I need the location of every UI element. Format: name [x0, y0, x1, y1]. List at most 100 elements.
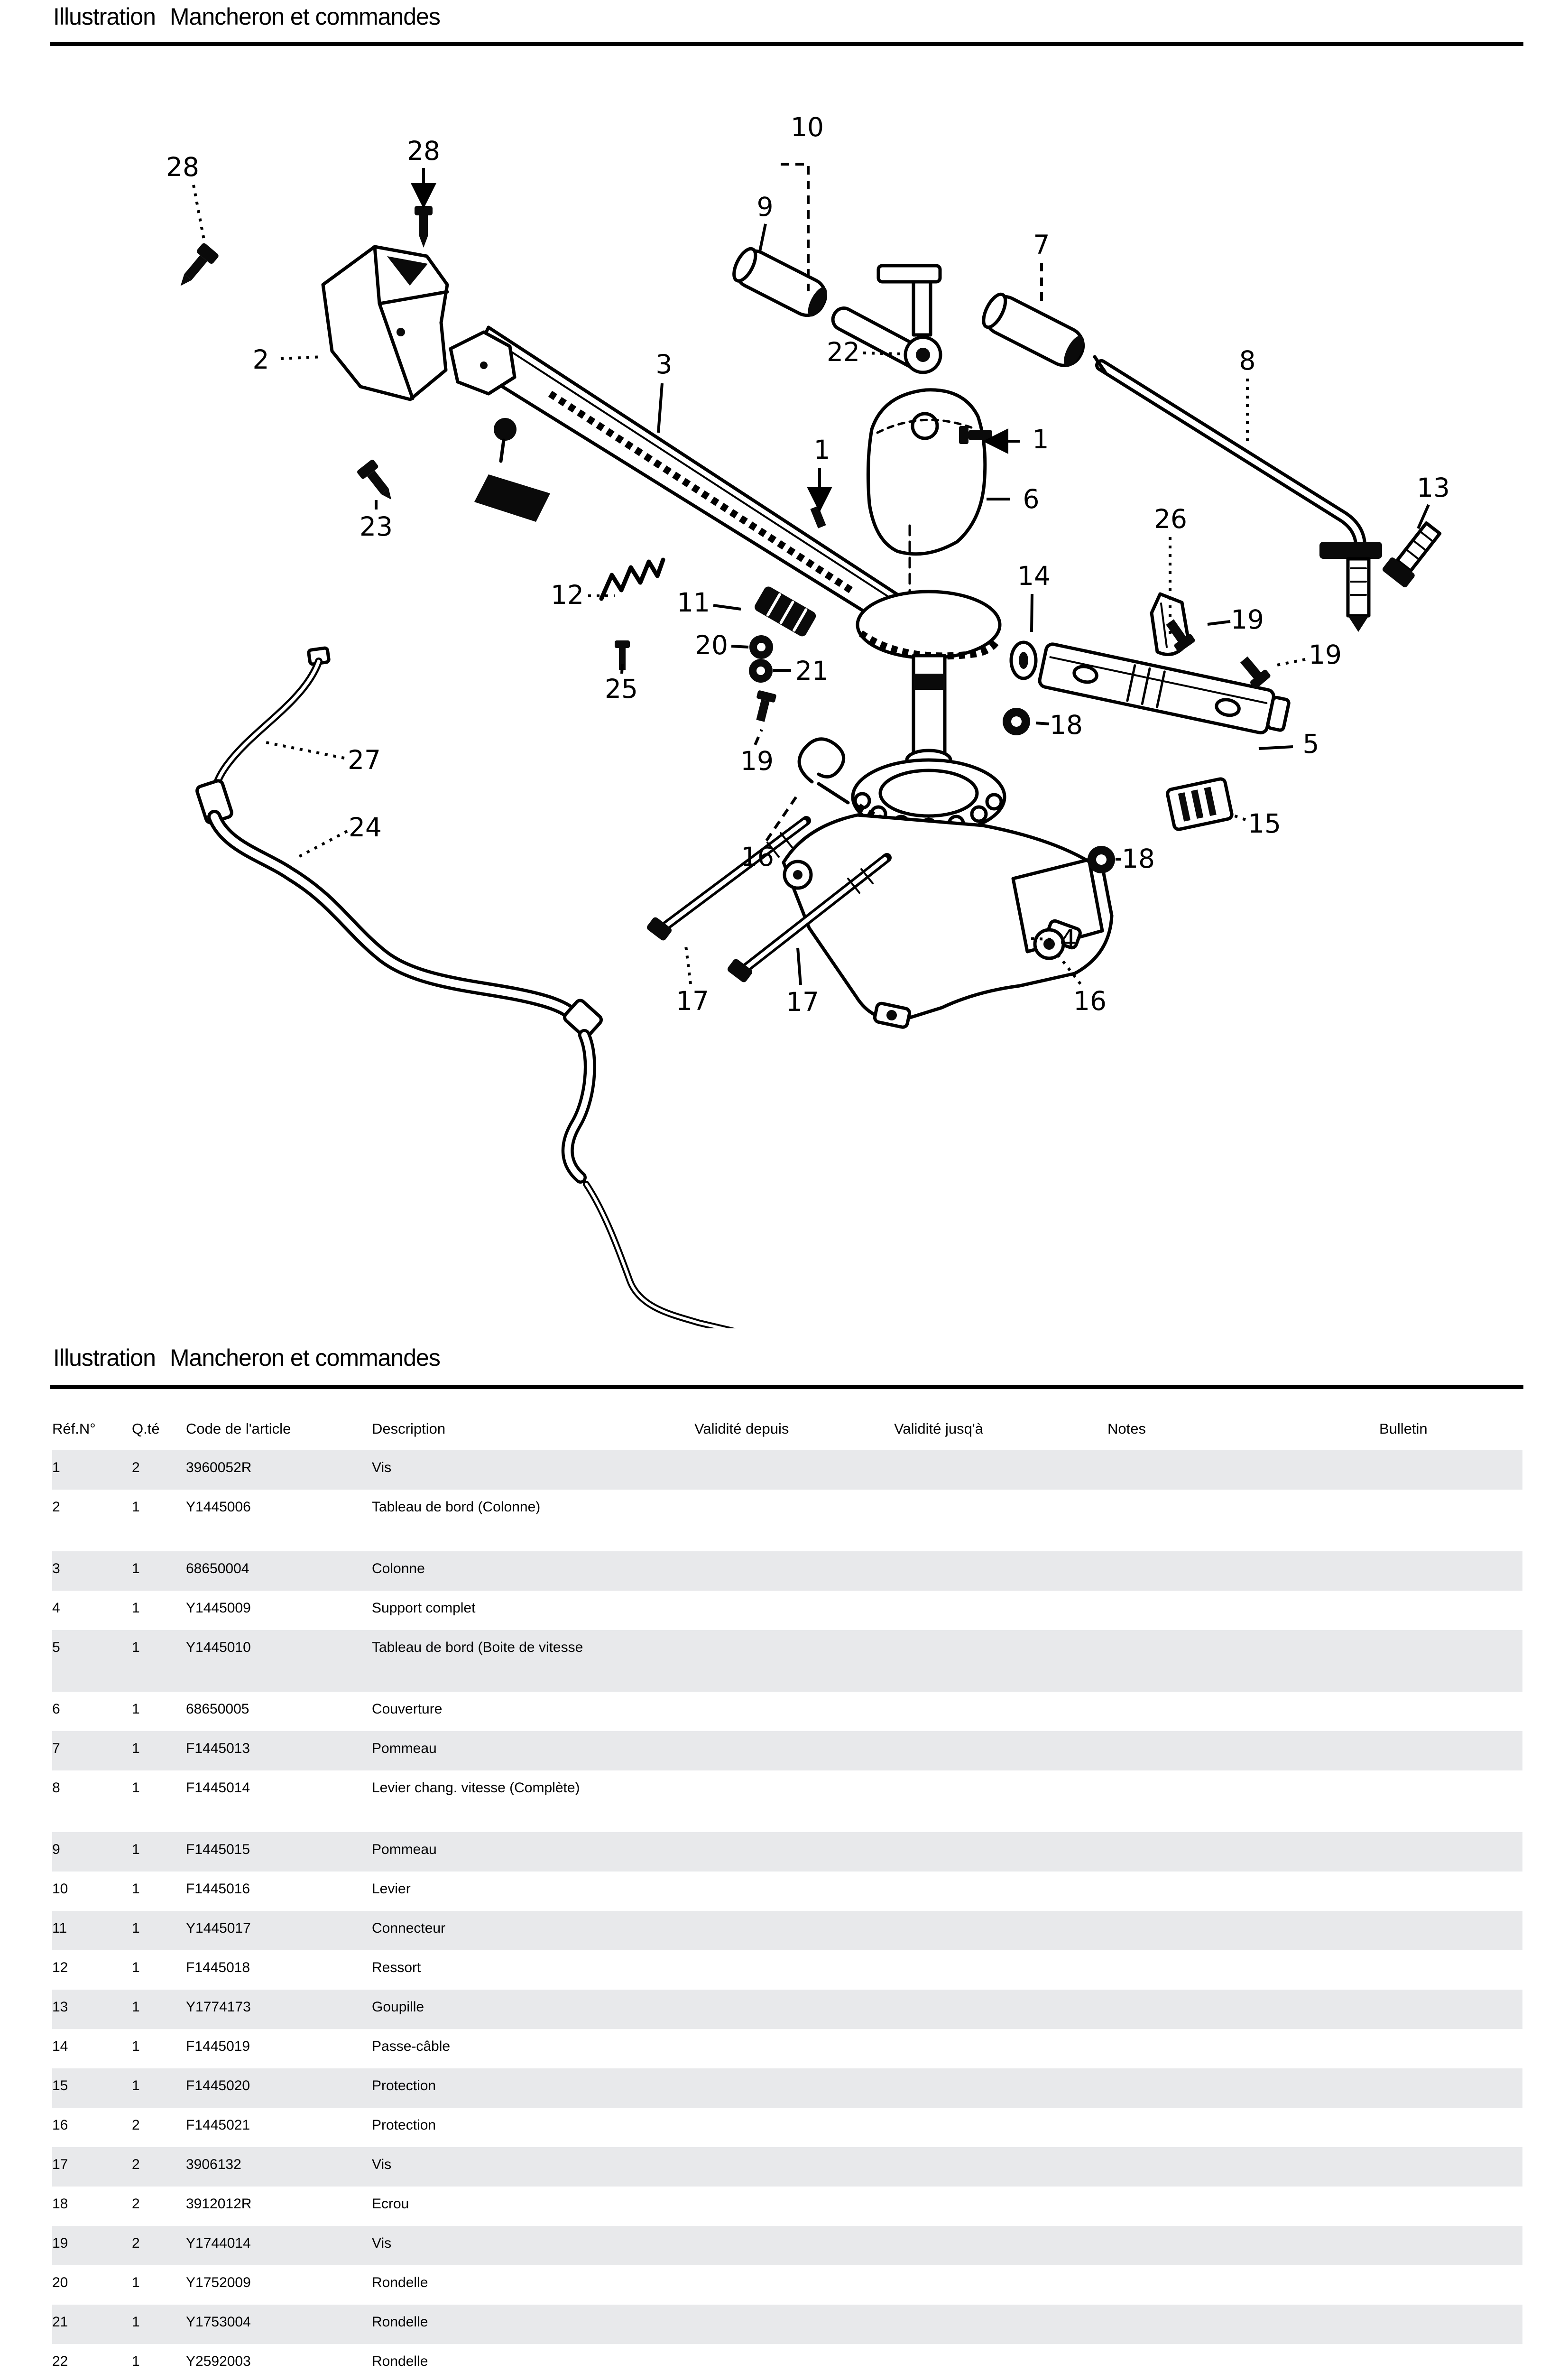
callout-leader-3: [657, 383, 664, 433]
cell-notes: [1107, 1499, 1379, 1551]
cell-ref: 4: [52, 1600, 60, 1616]
cell-code: 68650004: [186, 1561, 249, 1576]
cell-bulletin: [1379, 2157, 1522, 2187]
callout-label-19: 19: [1231, 604, 1264, 635]
callout-leader-20: [731, 645, 749, 649]
callout-label-11: 11: [677, 587, 710, 618]
callout-label-8: 8: [1239, 345, 1256, 376]
callout-leader-15: [1231, 814, 1246, 821]
column-header-3: Description: [372, 1420, 446, 1437]
cell-qty: 1: [132, 1780, 140, 1796]
cell-bulletin: [1379, 1960, 1522, 1990]
cell-code: Y1752009: [186, 2275, 251, 2290]
cell-bulletin: [1379, 2117, 1522, 2147]
steering-shaft: [856, 524, 1002, 771]
flange-16b: [1033, 919, 1082, 960]
cell-bulletin: [1379, 2196, 1522, 2226]
callout-label-16: 16: [1073, 986, 1107, 1016]
cell-code: F1445015: [186, 1842, 250, 1857]
cell-notes: [1107, 1881, 1379, 1911]
callout-leader-17: [684, 945, 692, 984]
callout-label-17: 17: [676, 986, 709, 1016]
cell-notes: [1107, 1780, 1379, 1832]
cell-desc: Goupille: [372, 1999, 424, 2015]
cell-desc: Ressort: [372, 1960, 421, 1975]
column-header-2: Code de l'article: [186, 1420, 291, 1437]
cell-notes: [1107, 1741, 1379, 1770]
cell-code: Y2592003: [186, 2353, 251, 2369]
cell-bulletin: [1379, 2235, 1522, 2265]
screw-28a-icon: [180, 243, 219, 286]
cell-bulletin: [1379, 2314, 1522, 2344]
cell-ref: 16: [52, 2117, 68, 2133]
callout-label-3: 3: [656, 349, 673, 380]
cell-notes: [1107, 2196, 1379, 2226]
cell-ref: 2: [52, 1499, 60, 1515]
callout-leader-27: [263, 741, 345, 760]
cell-valid_from: [694, 2117, 894, 2147]
cover-6: [866, 388, 987, 556]
cell-notes: [1107, 1640, 1379, 1692]
cell-qty: 1: [132, 2078, 140, 2094]
cell-qty: 1: [132, 1640, 140, 1655]
cell-notes: [1107, 2157, 1379, 2187]
cell-bulletin: [1379, 1499, 1522, 1551]
cell-ref: 12: [52, 1960, 68, 1975]
housing-4: [782, 813, 1114, 1029]
callout-label-10: 10: [791, 112, 824, 142]
callout-label-20: 20: [695, 630, 728, 660]
callout-label-2: 2: [253, 344, 269, 375]
dashboard-bracket: [321, 245, 550, 522]
cell-ref: 14: [52, 2038, 68, 2054]
cell-desc: Support complet: [372, 1600, 476, 1616]
cell-valid_to: [894, 2235, 1107, 2265]
callout-label-6: 6: [1023, 484, 1040, 514]
callout-label-27: 27: [348, 745, 381, 775]
cell-notes: [1107, 2038, 1379, 2068]
cell-qty: 1: [132, 1701, 140, 1717]
cell-code: F1445014: [186, 1780, 250, 1796]
cell-valid_to: [894, 1701, 1107, 1731]
cell-ref: 21: [52, 2314, 68, 2330]
cell-notes: [1107, 1999, 1379, 2029]
cell-valid_to: [894, 2196, 1107, 2226]
cell-bulletin: [1379, 1920, 1522, 1950]
cell-code: F1445016: [186, 1881, 250, 1897]
cell-valid_to: [894, 2157, 1107, 2187]
cell-notes: [1107, 2235, 1379, 2265]
spring-12-icon: [599, 557, 665, 601]
callout-leader-5: [1258, 745, 1293, 750]
cell-qty: 1: [132, 1881, 140, 1897]
column-header-4: Validité depuis: [694, 1420, 789, 1437]
grommet-14-icon: [1009, 640, 1038, 680]
cell-ref: 5: [52, 1640, 60, 1655]
cell-valid_to: [894, 2275, 1107, 2305]
cell-bulletin: [1379, 1701, 1522, 1731]
knob-7: [982, 292, 1085, 367]
pivot-bracket: [876, 264, 942, 337]
cell-ref: 19: [52, 2235, 68, 2251]
cell-valid_from: [694, 1842, 894, 1872]
callout-leader-28: [192, 185, 205, 240]
callout-label-22: 22: [827, 337, 860, 367]
protection-15-icon: [1166, 777, 1234, 831]
callout-label-28: 28: [407, 136, 440, 166]
grip-9: [732, 247, 827, 317]
cell-bulletin: [1379, 2353, 1522, 2372]
washer-20-icon: [749, 635, 773, 659]
cell-ref: 10: [52, 1881, 68, 1897]
cell-qty: 1: [132, 1920, 140, 1936]
cell-valid_to: [894, 1960, 1107, 1990]
cell-qty: 1: [132, 2275, 140, 2290]
callout-label-19: 19: [1309, 639, 1342, 670]
screw-23-icon: [357, 459, 392, 500]
cell-valid_from: [694, 1920, 894, 1950]
cell-bulletin: [1379, 1999, 1522, 2029]
cell-valid_from: [694, 1999, 894, 2029]
screw-19b-icon: [1240, 656, 1271, 689]
